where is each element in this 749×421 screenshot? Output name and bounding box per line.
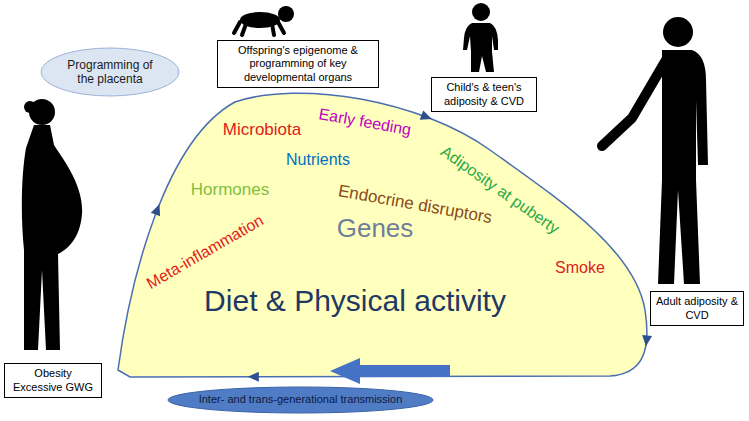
node-text: Offspring's epigenome & programming of k… <box>222 44 374 84</box>
limb <box>234 22 240 33</box>
cycle-curve <box>118 93 647 377</box>
adult-man <box>602 17 708 284</box>
toddler <box>463 3 498 72</box>
limb <box>272 24 274 35</box>
limb <box>278 22 284 33</box>
factor-label: Nutrients <box>286 151 350 169</box>
body <box>658 50 708 284</box>
node-text: Adult adiposity & CVD <box>655 295 739 321</box>
body <box>463 23 498 72</box>
stage-box: Offspring's epigenome & programming of k… <box>217 40 379 88</box>
arm <box>602 60 666 146</box>
node-text: Programming of the placenta <box>60 58 160 87</box>
transmission-ellipse: Inter- and trans-generational transmissi… <box>167 386 434 414</box>
factor-label: Genes <box>337 214 414 243</box>
factor-label: Hormones <box>191 181 269 200</box>
head <box>278 6 294 22</box>
stage-box: Obesity Excessive GWG <box>4 363 102 398</box>
placenta-ellipse: Programming of the placenta <box>40 47 180 97</box>
transmission-arrow <box>330 358 450 384</box>
factor-label: Microbiota <box>223 121 301 140</box>
cycle-region: MicrobiotaEarly feedingNutrientsHormones… <box>110 78 660 384</box>
node-text: Child's & teen's adiposity & CVD <box>436 81 532 107</box>
node-text: Obesity Excessive GWG <box>9 367 97 393</box>
stage-box: Adult adiposity & CVD <box>650 291 744 326</box>
stage-box: Child's & teen's adiposity & CVD <box>431 77 537 112</box>
rect-shape <box>651 292 744 326</box>
head <box>663 17 693 47</box>
factor-label: Smoke <box>555 259 605 277</box>
rect-shape <box>5 364 102 398</box>
pregnant-woman <box>22 99 82 350</box>
ellipse-shape <box>41 48 179 96</box>
hair-bun <box>24 101 36 113</box>
cycle-arrowhead <box>248 372 259 382</box>
node-text: Inter- and trans-generational transmissi… <box>199 393 403 406</box>
cycle-arrowhead <box>641 335 652 347</box>
cycle-arrowhead <box>151 202 164 216</box>
head <box>472 3 490 21</box>
ellipse-shape <box>168 387 433 413</box>
rect-shape <box>432 78 537 112</box>
limb <box>242 24 246 35</box>
central-label: Diet & Physical activity <box>204 284 506 317</box>
crawling-baby <box>234 6 294 35</box>
rect-shape <box>218 41 379 88</box>
cycle-arrowhead <box>420 111 434 124</box>
body <box>22 125 82 350</box>
